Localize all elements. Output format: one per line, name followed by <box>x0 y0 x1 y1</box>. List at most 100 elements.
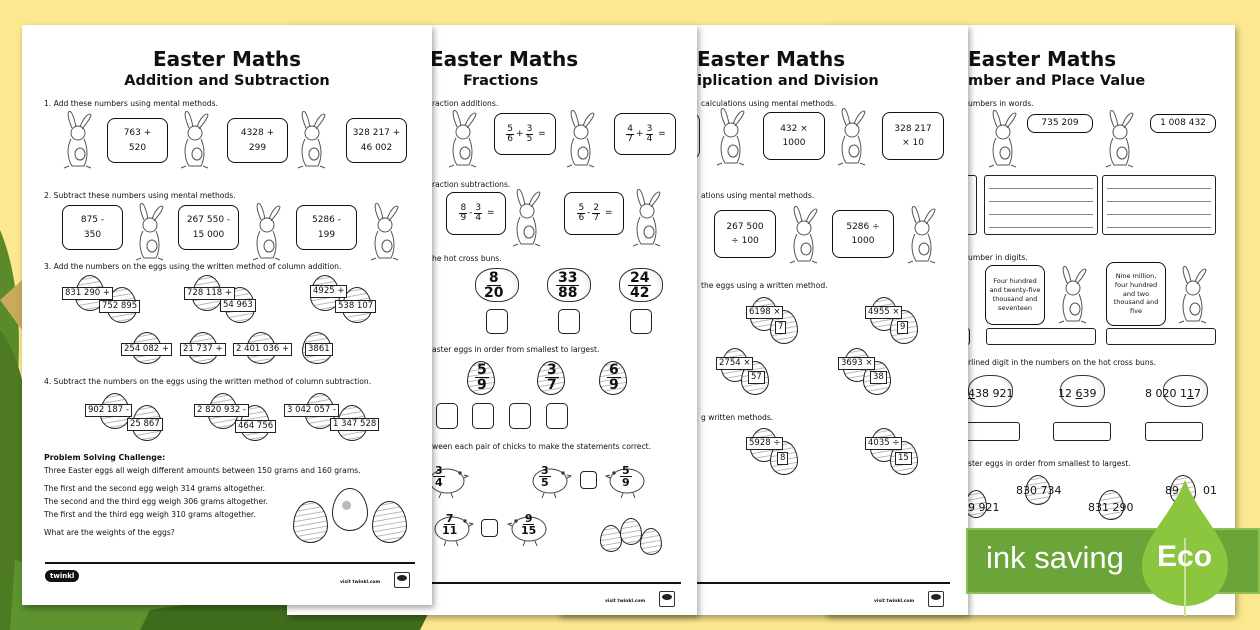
question-1: umbers in words. <box>968 99 1034 108</box>
egg-number: 3861 <box>305 343 333 356</box>
bunny-icon <box>563 109 599 169</box>
footer-rule <box>688 582 950 584</box>
egg-number: 38 <box>870 371 887 384</box>
challenge-question: What are the weights of the eggs? <box>44 528 175 537</box>
answer-box[interactable] <box>546 403 568 429</box>
page-title: Easter Maths <box>697 47 846 71</box>
egg-icon <box>1098 490 1124 520</box>
bunny-icon <box>445 109 481 169</box>
speech-bubble: 735 209 <box>1027 114 1093 133</box>
bubble-text: 1000 <box>782 138 806 148</box>
egg-icon <box>467 361 495 395</box>
answer-box[interactable] <box>986 328 1096 345</box>
bubble-text: 5286 - <box>311 215 341 226</box>
egg-icon <box>537 361 565 395</box>
bubble-text: 763 + <box>123 128 152 139</box>
page-subtitle: Addition and Subtraction <box>124 73 330 89</box>
speech-bubble: 267 500÷ 100 <box>714 210 776 258</box>
egg-number: 464 756 <box>235 420 277 433</box>
bunny-icon <box>177 110 213 170</box>
egg-number: 25 867 <box>127 418 163 431</box>
egg-icon <box>372 501 407 543</box>
answer-box[interactable] <box>1106 328 1216 345</box>
egg-number: 89 <box>1165 484 1179 497</box>
footer-link[interactable]: visit twinkl.com <box>605 599 646 604</box>
hot-cross-bun-icon <box>1060 375 1105 407</box>
answer-box[interactable] <box>630 309 652 334</box>
bunny-icon <box>985 109 1021 169</box>
answer-box[interactable] <box>509 403 531 429</box>
question-3: 3. Add the numbers on the eggs using the… <box>44 262 342 271</box>
answer-box[interactable] <box>1145 422 1203 441</box>
challenge-heading: Problem Solving Challenge: <box>44 453 166 462</box>
egg-icon <box>1025 475 1051 505</box>
eco-label: Eco <box>1157 540 1213 573</box>
answer-box[interactable] <box>965 422 1020 441</box>
speech-bubble: Nine million, four hundred and two thous… <box>1106 262 1166 326</box>
egg-number: 254 082 + <box>121 343 172 356</box>
answer-box[interactable] <box>558 309 580 334</box>
bubble-text: 1 008 432 <box>1160 118 1206 129</box>
answer-box[interactable] <box>486 309 508 334</box>
question-2: 2. Subtract these numbers using mental m… <box>44 191 236 200</box>
question-1: 1. Add these numbers using mental method… <box>44 99 218 108</box>
bunny-icon <box>367 202 403 262</box>
footer-link[interactable]: visit twinkl.com <box>340 580 381 585</box>
hot-cross-bun-icon <box>968 375 1013 407</box>
bunny-icon <box>1102 109 1138 169</box>
question-1: calculations using mental methods. <box>701 99 837 108</box>
page-subtitle: mber and Place Value <box>968 73 1146 89</box>
bubble-text: 267 550 - <box>186 215 231 226</box>
chick-icon <box>506 511 549 547</box>
egg-number: 8 <box>777 452 789 465</box>
page-title: Easter Maths <box>430 47 579 71</box>
bubble-text: ÷ 100 <box>731 236 759 246</box>
answer-box[interactable] <box>436 403 458 429</box>
speech-bubble: 328 217 +46 002 <box>346 118 407 163</box>
bunny-icon <box>629 188 665 248</box>
chick-icon <box>530 463 573 499</box>
bubble-text: 15 000 <box>192 229 225 240</box>
speech-bubble: 875 -350 <box>62 205 123 250</box>
challenge-intro: Three Easter eggs all weigh different am… <box>44 466 361 475</box>
egg-number: 4035 ÷ <box>865 437 903 450</box>
comparison-box[interactable] <box>580 471 597 489</box>
speech-bubble: 267 550 - 15 000 <box>178 205 239 250</box>
chick-icon <box>427 463 470 499</box>
bunny-icon <box>509 188 545 248</box>
leaf-drop-icon <box>1142 480 1228 616</box>
bubble-text: 735 209 <box>1041 118 1079 129</box>
bunny-icon <box>249 202 285 262</box>
bubble-text: 875 - <box>80 215 105 226</box>
egg-number: 57 <box>748 371 765 384</box>
bun-number: 8 020 117 <box>1145 387 1201 400</box>
answer-box[interactable] <box>1102 175 1216 235</box>
question-2: umber in digits. <box>968 253 1028 262</box>
footer-link[interactable]: visit twinkl.com <box>874 599 915 604</box>
egg-number: 2 401 036 + <box>233 343 293 356</box>
egg-icon <box>293 501 328 543</box>
challenge-line: The second and the third egg weigh 306 g… <box>44 497 268 506</box>
comparison-box[interactable] <box>481 519 498 537</box>
bunny-icon <box>132 202 168 262</box>
egg-number: 7 <box>775 321 787 334</box>
answer-box[interactable] <box>984 175 1098 235</box>
egg-number: 4955 × <box>865 306 903 319</box>
bunny-icon <box>60 110 96 170</box>
egg-icon <box>620 518 642 545</box>
bubble-text: 328 217 + <box>352 128 401 139</box>
bubble-text: 432 × <box>780 123 808 134</box>
answer-box[interactable] <box>1053 422 1111 441</box>
speech-bubble: 1 008 432 <box>1150 114 1216 133</box>
bubble-text: 520 <box>128 142 147 153</box>
quality-badge-icon <box>394 572 410 588</box>
answer-box[interactable] <box>472 403 494 429</box>
